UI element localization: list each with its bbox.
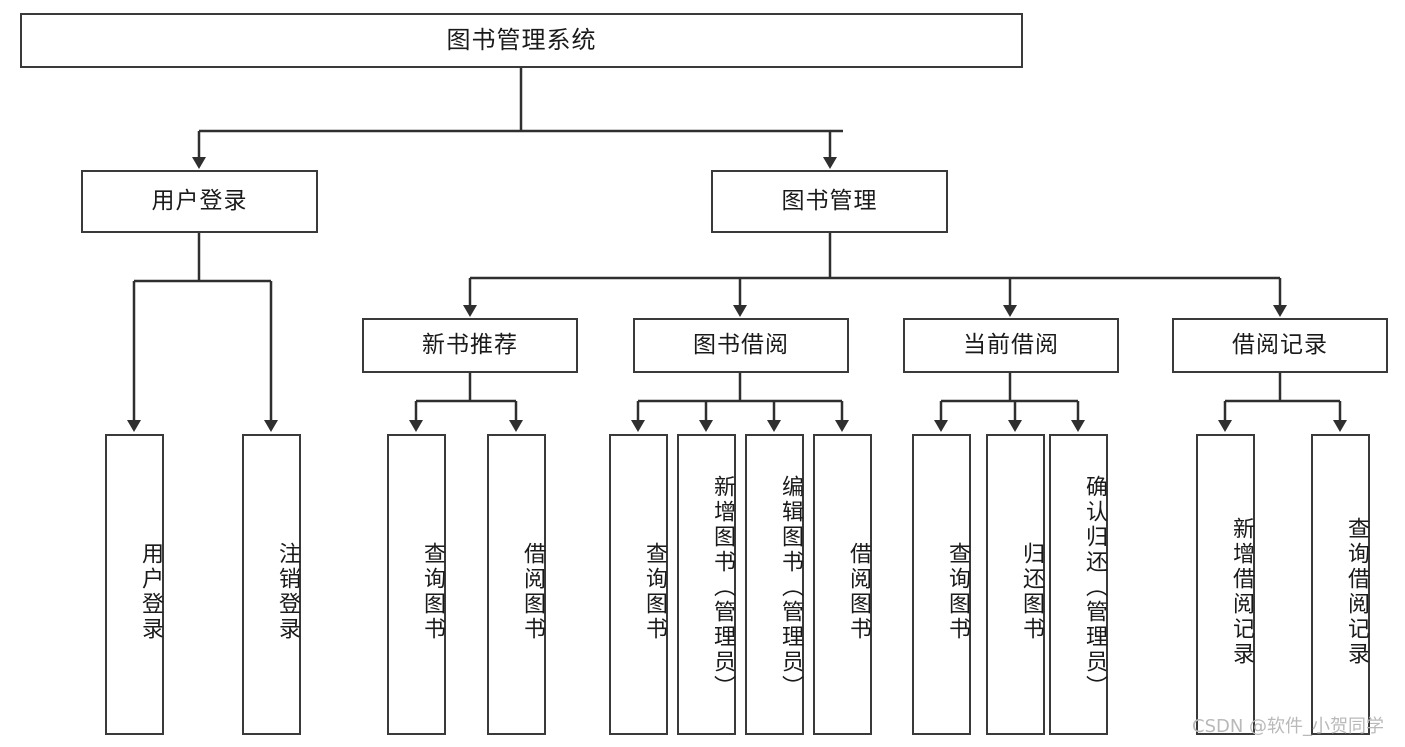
node-leaf-confirm-return-admin[interactable]: 确认归还（管理员） <box>1049 434 1108 735</box>
node-leaf-borrow-book-recommend[interactable]: 借阅图书 <box>487 434 546 735</box>
node-level1-book-management[interactable]: 图书管理 <box>711 170 948 233</box>
node-leaf-edit-book-admin[interactable]: 编辑图书（管理员） <box>745 434 804 735</box>
node-leaf-borrow-book[interactable]: 借阅图书 <box>813 434 872 735</box>
node-leaf-query-book-recommend[interactable]: 查询图书 <box>387 434 446 735</box>
node-level2-book-borrow[interactable]: 图书借阅 <box>633 318 849 373</box>
node-level2-new-book-recommend[interactable]: 新书推荐 <box>362 318 578 373</box>
node-leaf-user-login[interactable]: 用户登录 <box>105 434 164 735</box>
node-leaf-query-book-current[interactable]: 查询图书 <box>912 434 971 735</box>
node-leaf-add-borrow-record[interactable]: 新增借阅记录 <box>1196 434 1255 735</box>
node-leaf-logout[interactable]: 注销登录 <box>242 434 301 735</box>
node-level2-current-borrow[interactable]: 当前借阅 <box>903 318 1119 373</box>
node-leaf-query-book-borrow[interactable]: 查询图书 <box>609 434 668 735</box>
node-root[interactable]: 图书管理系统 <box>20 13 1023 68</box>
node-level1-user-login[interactable]: 用户登录 <box>81 170 318 233</box>
csdn-watermark: CSDN @软件_小贺同学 <box>1192 716 1385 737</box>
node-level2-borrow-record[interactable]: 借阅记录 <box>1172 318 1388 373</box>
node-leaf-add-book-admin[interactable]: 新增图书（管理员） <box>677 434 736 735</box>
node-leaf-return-book[interactable]: 归还图书 <box>986 434 1045 735</box>
node-leaf-query-borrow-record[interactable]: 查询借阅记录 <box>1311 434 1370 735</box>
